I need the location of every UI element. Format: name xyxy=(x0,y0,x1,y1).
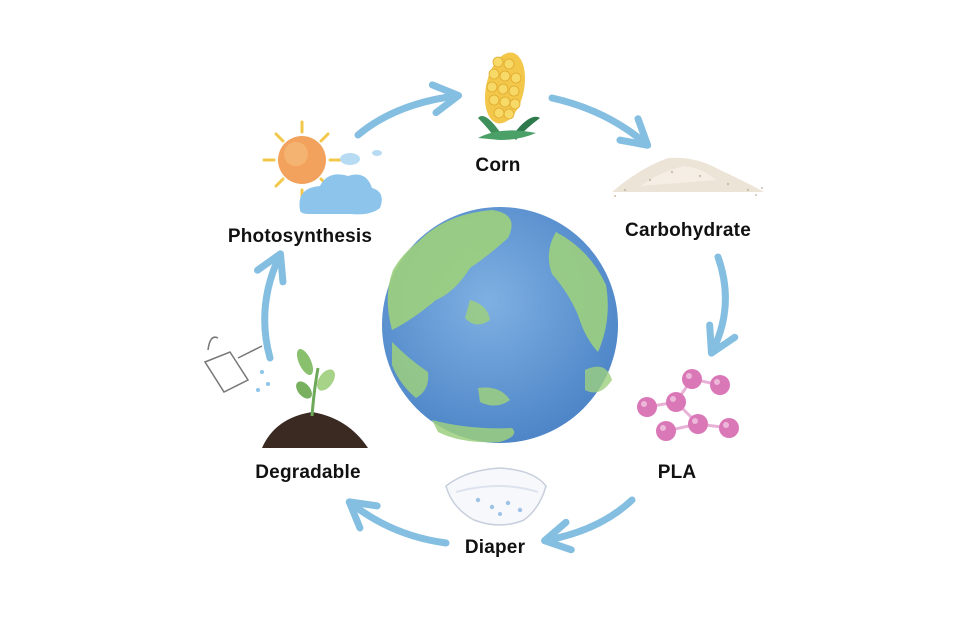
arrow-degradable-to-photosynthesis xyxy=(254,250,287,362)
label-degradable: Degradable xyxy=(255,462,361,483)
watering-can-icon xyxy=(203,336,270,393)
label-corn: Corn xyxy=(475,155,521,176)
arrow-photosynthesis-to-corn xyxy=(354,81,462,139)
molecule-icon xyxy=(637,369,739,441)
earth-globe-icon xyxy=(382,207,618,443)
sprout-icon xyxy=(262,349,368,448)
label-pla: PLA xyxy=(657,462,697,483)
corn-icon xyxy=(478,52,540,140)
sun-cloud-icon xyxy=(262,120,382,215)
arrow-carbohydrate-to-pla xyxy=(706,253,739,357)
arrow-diaper-to-degradable xyxy=(345,498,450,547)
arrow-corn-to-carbohydrate xyxy=(548,94,652,149)
cycle-arrows xyxy=(254,81,739,554)
label-carbohydrate: Carbohydrate xyxy=(625,220,751,241)
arrow-pla-to-diaper xyxy=(541,496,636,554)
diaper-icon xyxy=(445,467,547,526)
label-photosynthesis: Photosynthesis xyxy=(227,226,373,247)
powder-pile-icon xyxy=(612,157,764,197)
label-diaper: Diaper xyxy=(464,537,526,558)
